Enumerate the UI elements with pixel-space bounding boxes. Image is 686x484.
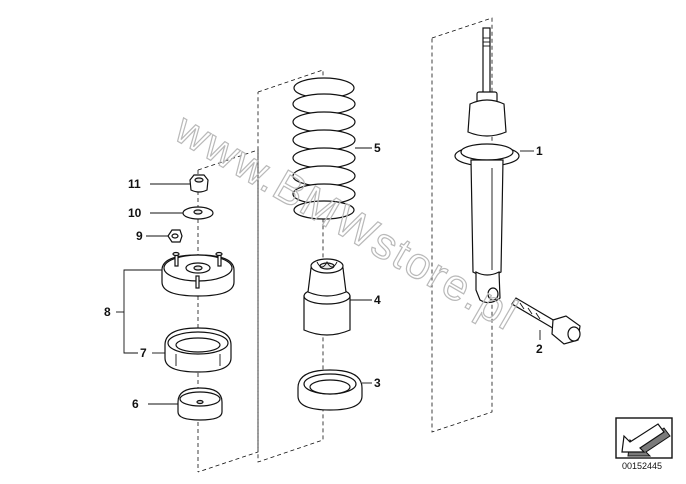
assembly-frames <box>197 17 493 473</box>
part-shock-absorber[interactable] <box>454 27 520 304</box>
part-lower-spring-pad[interactable] <box>297 369 363 411</box>
part-coil-spring[interactable] <box>292 77 356 220</box>
frame-mount-group <box>197 149 259 473</box>
nav-arrow-button[interactable] <box>615 417 673 459</box>
callout-8: 8 <box>104 305 111 319</box>
callout-5: 5 <box>374 141 381 155</box>
callout-9: 9 <box>136 229 143 243</box>
callout-10: 10 <box>128 206 142 220</box>
callout-7: 7 <box>140 346 147 360</box>
part-cap[interactable] <box>177 387 223 421</box>
frame-strut-group <box>431 17 493 433</box>
part-collar-nut[interactable] <box>189 174 209 193</box>
part-bolt[interactable] <box>511 297 581 345</box>
callout-2: 2 <box>536 342 543 356</box>
leader-lines <box>116 147 541 405</box>
callout-11: 11 <box>128 177 141 191</box>
callout-6: 6 <box>132 397 139 411</box>
callout-1: 1 <box>536 144 543 158</box>
part-bump-stop[interactable] <box>303 258 351 336</box>
frame-spring-group <box>257 69 324 463</box>
catalog-code: 00152445 <box>622 461 662 471</box>
part-small-nut[interactable] <box>167 229 183 243</box>
part-support-ring[interactable] <box>164 327 232 373</box>
part-washer[interactable] <box>182 206 214 220</box>
part-top-mount[interactable] <box>161 251 235 297</box>
callout-labels: 1 2 3 4 5 6 7 8 9 10 11 <box>104 141 543 411</box>
callout-3: 3 <box>374 376 381 390</box>
callout-4: 4 <box>374 293 381 307</box>
